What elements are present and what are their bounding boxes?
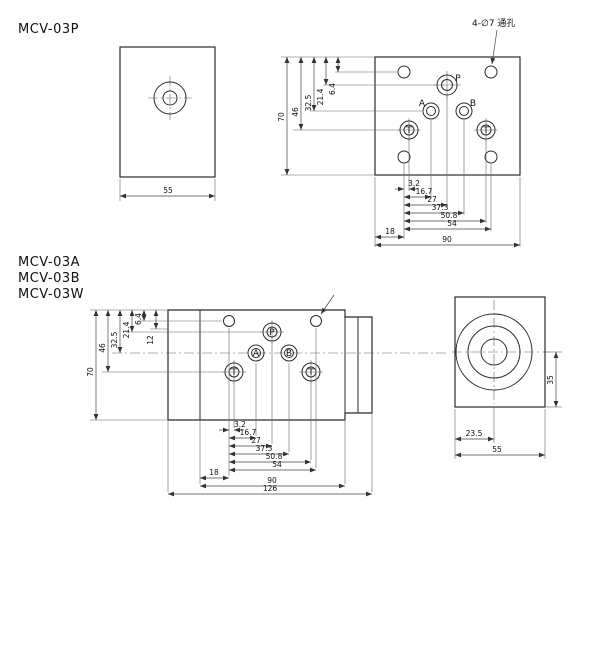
dim-6-4-top: 6.4 xyxy=(328,83,337,95)
dim-70-front: 70 xyxy=(86,367,95,377)
port-t-right-front: T xyxy=(299,360,323,384)
side-view-port-outer xyxy=(153,81,187,115)
dim-46-front: 46 xyxy=(98,343,107,353)
dim-35-side: 35 xyxy=(546,375,555,385)
dim-35-group: 35 xyxy=(546,351,562,408)
top-plan-left-dims: 70 46 32.5 21.4 6.4 xyxy=(277,56,436,176)
dim-21-4-top: 21.4 xyxy=(316,88,325,105)
valve-body-outline xyxy=(167,309,373,421)
dim-27-front: 27 xyxy=(251,436,261,445)
dim-37-3-top: 37.3 xyxy=(432,203,449,212)
through-hole-leader xyxy=(490,29,498,65)
mounting-hole xyxy=(310,315,322,327)
top-side-view: 55 xyxy=(119,46,216,201)
side-view-body xyxy=(119,46,216,178)
bore-outer xyxy=(455,313,533,391)
port-a-top: A xyxy=(419,99,440,120)
model-title-w: MCV-03W xyxy=(18,287,84,302)
hole-leader xyxy=(320,294,335,315)
model-title-top: MCV-03P xyxy=(18,22,79,37)
mounting-plate xyxy=(374,56,521,176)
dim-16-7-top: 16.7 xyxy=(416,187,433,196)
port-label-p-front: P xyxy=(269,328,275,338)
dim-23-5-side: 23.5 xyxy=(466,429,483,438)
dim-55-side: 55 xyxy=(163,186,173,195)
side-view-port-inner xyxy=(162,90,178,106)
dim-21-4-front: 21.4 xyxy=(122,321,131,338)
corner-hole xyxy=(397,150,411,164)
dim-37-3-front: 37.3 xyxy=(256,444,273,453)
top-plan-view: P A B T T 4-∅7 通孔 xyxy=(374,18,521,176)
dim-90-top: 90 xyxy=(442,235,452,244)
front-view-bottom-dims: 3.2 16.7 27 37.3 50.8 54 18 90 126 xyxy=(167,328,373,497)
corner-hole xyxy=(484,65,498,79)
port-p-front: P xyxy=(260,320,284,344)
dim-90-front: 90 xyxy=(267,476,277,485)
dim-16-7-front: 16.7 xyxy=(240,428,257,437)
port-label-a-front: A xyxy=(253,349,260,359)
top-plan-bottom-dims: 3.2 16.7 27 37.3 50.8 54 18 90 xyxy=(374,96,521,248)
bottom-titles: MCV-03A MCV-03B MCV-03W xyxy=(18,255,84,302)
corner-hole xyxy=(397,65,411,79)
dim-12-front: 12 xyxy=(146,335,155,345)
port-label-a-top: A xyxy=(419,99,426,109)
dim-50-8-top: 50.8 xyxy=(441,211,458,220)
dim-3-2-top: 3.2 xyxy=(408,179,420,188)
port-label-t-left-front: T xyxy=(230,368,237,378)
dim-6-4-front: 6.4 xyxy=(134,313,143,325)
dim-55-side-width: 55 xyxy=(119,179,216,201)
dim-55-bottom-group: 55 xyxy=(455,409,546,459)
bore-middle xyxy=(467,325,521,379)
dim-32-5-front: 32.5 xyxy=(110,331,119,348)
dim-18-top: 18 xyxy=(385,227,395,236)
model-title-a: MCV-03A xyxy=(18,255,80,270)
dim-3-2-front: 3.2 xyxy=(234,420,246,429)
port-b-top: B xyxy=(455,99,476,120)
bottom-side-view: 23.5 55 35 xyxy=(452,296,562,459)
through-hole-note: 4-∅7 通孔 xyxy=(472,18,515,29)
mounting-hole xyxy=(223,315,235,327)
bore-inner xyxy=(480,338,508,366)
dim-54-front: 54 xyxy=(272,460,282,469)
corner-hole xyxy=(484,150,498,164)
dim-70-top: 70 xyxy=(277,112,286,122)
side-view-body-bottom xyxy=(454,296,546,408)
port-label-b-top: B xyxy=(470,99,476,109)
port-t-left-top: T xyxy=(397,118,421,142)
dim-32-5-top: 32.5 xyxy=(304,94,313,111)
port-t-left-front: T xyxy=(222,360,246,384)
port-p-top: P xyxy=(433,71,461,99)
dim-18-front: 18 xyxy=(209,468,219,477)
port-label-t-right-top: T xyxy=(482,126,489,136)
port-t-right-top: T xyxy=(474,118,498,142)
port-a-front: A xyxy=(247,344,265,362)
port-label-b-front: B xyxy=(286,349,292,359)
model-title-b: MCV-03B xyxy=(18,271,80,286)
dim-50-8-front: 50.8 xyxy=(266,452,283,461)
front-view-left-dims: 70 46 32.5 21.4 6.4 12 xyxy=(86,309,262,421)
port-b-front: B xyxy=(280,344,298,362)
dim-27-top: 27 xyxy=(427,195,437,204)
front-view: P A B T T xyxy=(112,294,448,421)
port-label-t-right-front: T xyxy=(307,368,314,378)
dim-55-bottom-side: 55 xyxy=(492,445,502,454)
port-label-t-left-top: T xyxy=(405,126,412,136)
dim-46-top: 46 xyxy=(291,107,300,117)
port-label-p-top: P xyxy=(455,74,461,84)
dim-23-5-group: 23.5 xyxy=(454,407,495,459)
dim-54-top: 54 xyxy=(447,219,457,228)
dim-126-front: 126 xyxy=(263,484,278,493)
